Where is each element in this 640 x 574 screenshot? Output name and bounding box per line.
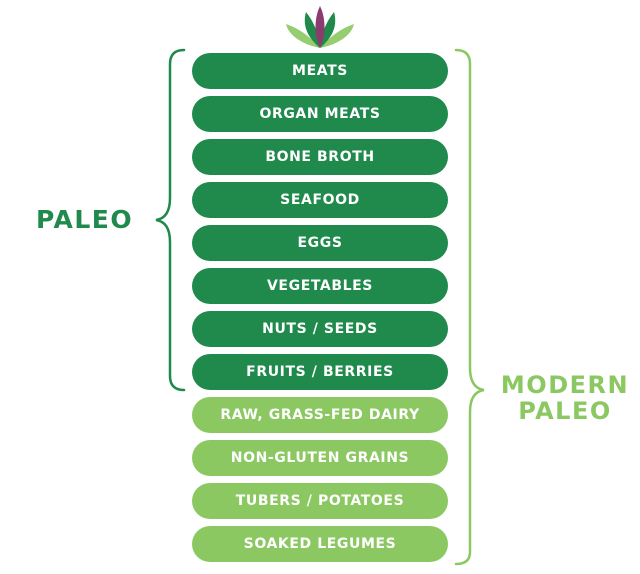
paleo-item-seafood: SEAFOOD: [192, 182, 448, 218]
paleo-label: PALEO: [36, 205, 134, 234]
leaf-logo-icon: [280, 4, 360, 52]
modern-paleo-label-line1: MODERN: [500, 371, 630, 399]
paleo-item-vegetables: VEGETABLES: [192, 268, 448, 304]
paleo-brace: [155, 48, 186, 392]
modern-item-non-gluten-grains: NON-GLUTEN GRAINS: [192, 440, 448, 476]
modern-paleo-label: MODERN PALEO: [490, 372, 640, 425]
modern-paleo-brace: [454, 48, 485, 566]
modern-paleo-label-line2: PALEO: [518, 397, 612, 426]
paleo-item-nuts-seeds: NUTS / SEEDS: [192, 311, 448, 347]
modern-item-raw-dairy: RAW, GRASS-FED DAIRY: [192, 397, 448, 433]
modern-item-tubers-potatoes: TUBERS / POTATOES: [192, 483, 448, 519]
paleo-item-fruits-berries: FRUITS / BERRIES: [192, 354, 448, 390]
paleo-item-eggs: EGGS: [192, 225, 448, 261]
food-list: MEATS ORGAN MEATS BONE BROTH SEAFOOD EGG…: [192, 53, 448, 569]
paleo-item-meats: MEATS: [192, 53, 448, 89]
paleo-item-bone-broth: BONE BROTH: [192, 139, 448, 175]
modern-item-soaked-legumes: SOAKED LEGUMES: [192, 526, 448, 562]
paleo-item-organ-meats: ORGAN MEATS: [192, 96, 448, 132]
